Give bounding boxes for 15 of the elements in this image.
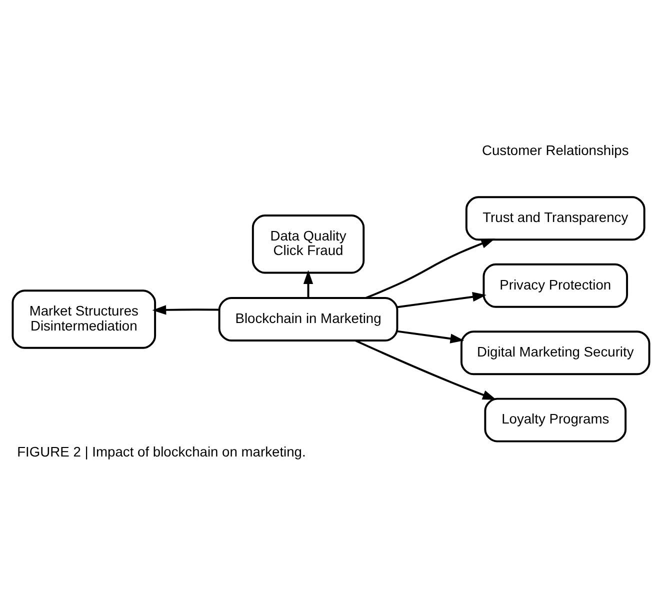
arrow — [303, 270, 314, 298]
arrow — [366, 238, 496, 299]
node-box: Digital Marketing Security — [460, 330, 650, 376]
caption: FIGURE 2 | Impact of blockchain on marketing. — [17, 443, 306, 460]
arrow — [397, 330, 464, 344]
node-box: Blockchain in Marketing — [218, 297, 398, 342]
node-box: Loyalty Programs — [484, 398, 627, 442]
arrow — [354, 340, 496, 400]
node-box: Data Quality Click Fraud — [252, 214, 365, 274]
label: Customer Relationships — [482, 142, 629, 158]
node-box: Market Structures Disintermediation — [12, 290, 156, 349]
arrow — [397, 292, 486, 308]
node-box: Privacy Protection — [482, 263, 628, 308]
node-box: Trust and Transparency — [465, 196, 646, 241]
arrow — [152, 305, 219, 315]
